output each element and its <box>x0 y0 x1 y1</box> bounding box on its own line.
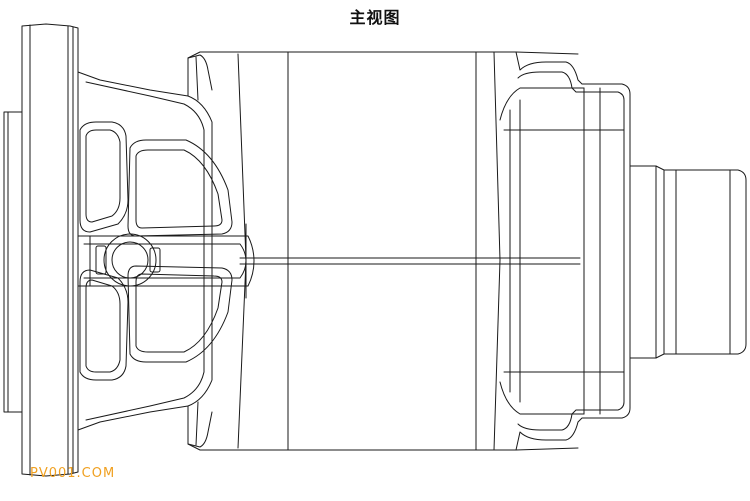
flange-spigot <box>3 111 23 413</box>
rib-pockets-upper <box>79 121 233 237</box>
view-title: 主视图 <box>349 8 401 27</box>
right-end-cap <box>499 51 631 451</box>
housing-neck <box>77 54 213 448</box>
central-port-hub <box>77 233 255 287</box>
left-flange <box>3 23 79 477</box>
port-outer-ring <box>103 233 157 287</box>
output-shaft <box>629 165 747 359</box>
main-body <box>187 51 581 451</box>
rib-pockets-lower <box>79 265 233 381</box>
port-bore <box>111 241 149 279</box>
watermark-text: PV001.COM <box>30 466 116 481</box>
